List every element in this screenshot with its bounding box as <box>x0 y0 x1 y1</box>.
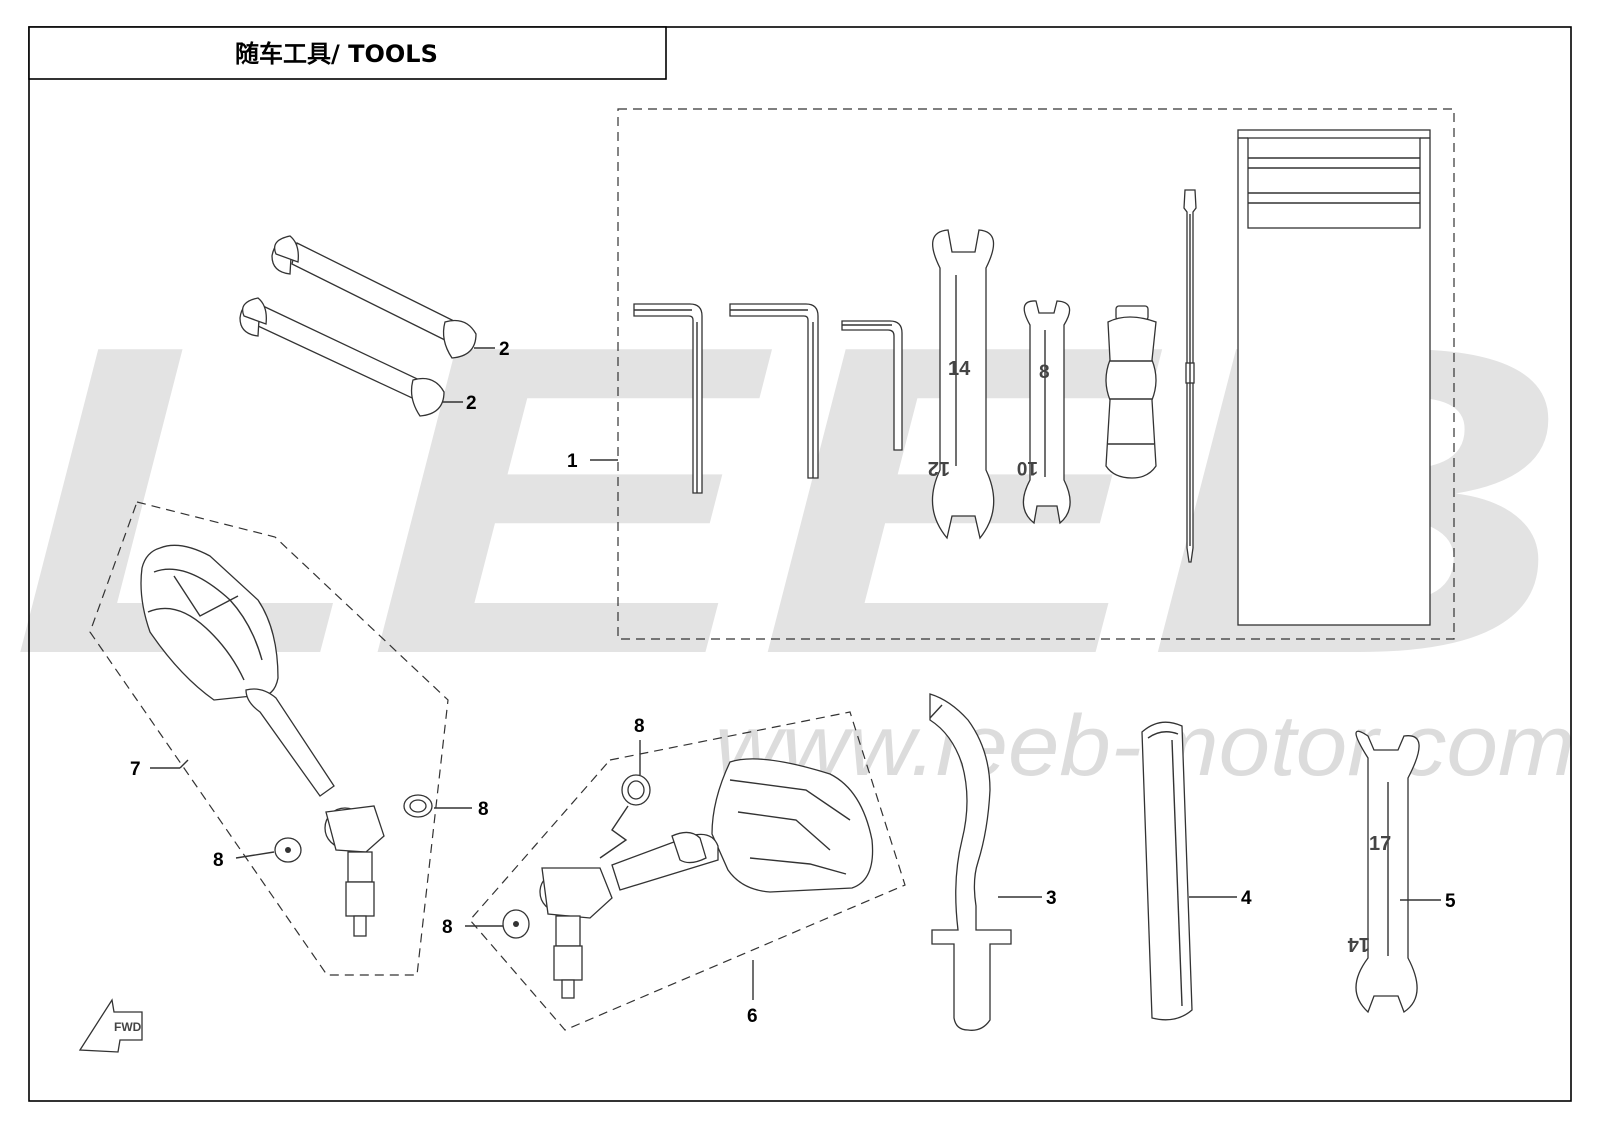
hook-spanner <box>929 693 1012 1031</box>
wrench-12-label: 12 <box>928 457 950 479</box>
mirror-left-boundary <box>89 501 449 976</box>
wrench-17-14: 17 14 <box>1347 730 1420 1014</box>
screwdriver-shaft <box>1183 189 1197 563</box>
wrench5-14-label: 14 <box>1347 933 1370 955</box>
callout-nut-left-inner: 8 <box>213 850 224 871</box>
tube-sleeve <box>1141 721 1193 1021</box>
screwdriver-handle <box>1105 305 1157 479</box>
hex-key-small <box>841 320 903 451</box>
hex-key-medium <box>729 303 819 479</box>
callout-nut-left-outer: 8 <box>478 799 489 820</box>
fwd-label: FWD <box>114 1020 142 1034</box>
callout-tube-sleeve: 4 <box>1241 888 1252 909</box>
grip-strap-lower <box>239 297 445 417</box>
tool-pouch <box>1237 129 1431 626</box>
callout-nut-right-top: 8 <box>634 716 645 737</box>
wrench-14-label: 14 <box>948 358 971 380</box>
hex-key-large <box>633 303 703 494</box>
grip-strap-upper <box>271 235 477 359</box>
callout-hook-spanner: 3 <box>1046 888 1057 909</box>
callout-grip-strap-upper: 2 <box>499 339 510 360</box>
fwd-arrow-icon: FWD <box>78 998 143 1053</box>
callout-mirror-right: 6 <box>747 1006 758 1027</box>
wrench-8-label: 8 <box>1039 362 1050 383</box>
drawing-frame <box>28 26 1572 1102</box>
wrench-10-label: 10 <box>1017 457 1038 478</box>
wrench-14-12: 14 12 <box>928 229 995 540</box>
wrench-8-10: 8 10 <box>1017 300 1071 525</box>
mirror-right-boundary <box>469 711 906 1031</box>
callout-nut-right-left: 8 <box>442 917 453 938</box>
mirror-right-group <box>469 711 906 1031</box>
callout-tool-kit: 1 <box>567 451 578 472</box>
title-box: 随车工具/ TOOLS <box>28 26 667 80</box>
tool-kit-group: 14 12 8 10 <box>567 108 1455 640</box>
callout-grip-strap-lower: 2 <box>466 393 477 414</box>
mirror-left-head <box>140 544 279 701</box>
page-title: 随车工具/ TOOLS <box>235 40 438 68</box>
tool-kit-boundary <box>617 108 1455 640</box>
wrench-17-label: 17 <box>1369 833 1391 855</box>
callout-mirror-left: 7 <box>130 759 141 780</box>
callout-wrench-17-14: 5 <box>1445 891 1456 912</box>
mirror-left-group <box>89 501 449 976</box>
